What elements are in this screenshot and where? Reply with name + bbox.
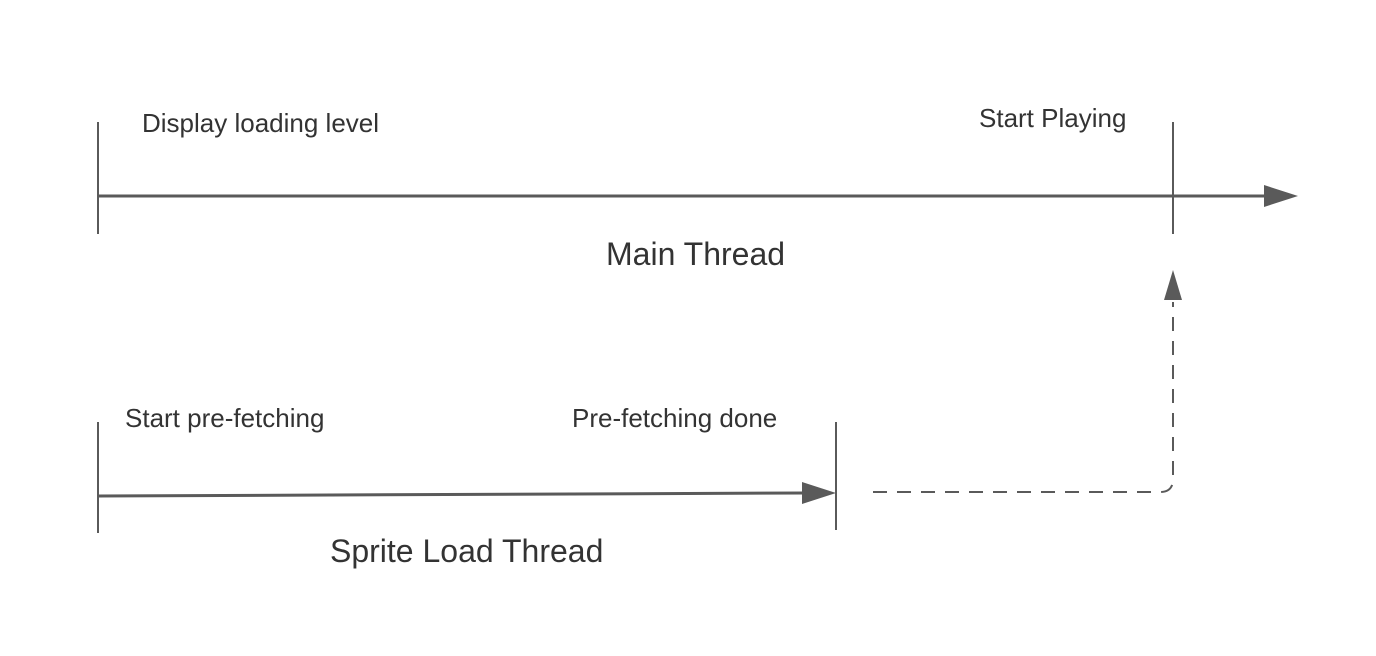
signal-connector-dashed (873, 302, 1174, 493)
sprite-thread-axis (97, 491, 807, 498)
signal-connector-arrowhead (1164, 270, 1182, 300)
sprite-thread-start-label: Start pre-fetching (125, 403, 325, 433)
main-thread-arrowhead (1264, 185, 1298, 207)
sprite-thread-end-label: Pre-fetching done (572, 403, 778, 433)
main-thread-end-label: Start Playing (979, 103, 1127, 133)
sprite-thread-arrowhead (802, 482, 836, 504)
main-thread-title: Main Thread (606, 236, 786, 272)
sprite-thread-title: Sprite Load Thread (330, 533, 604, 569)
main-thread-start-label: Display loading level (142, 108, 380, 138)
